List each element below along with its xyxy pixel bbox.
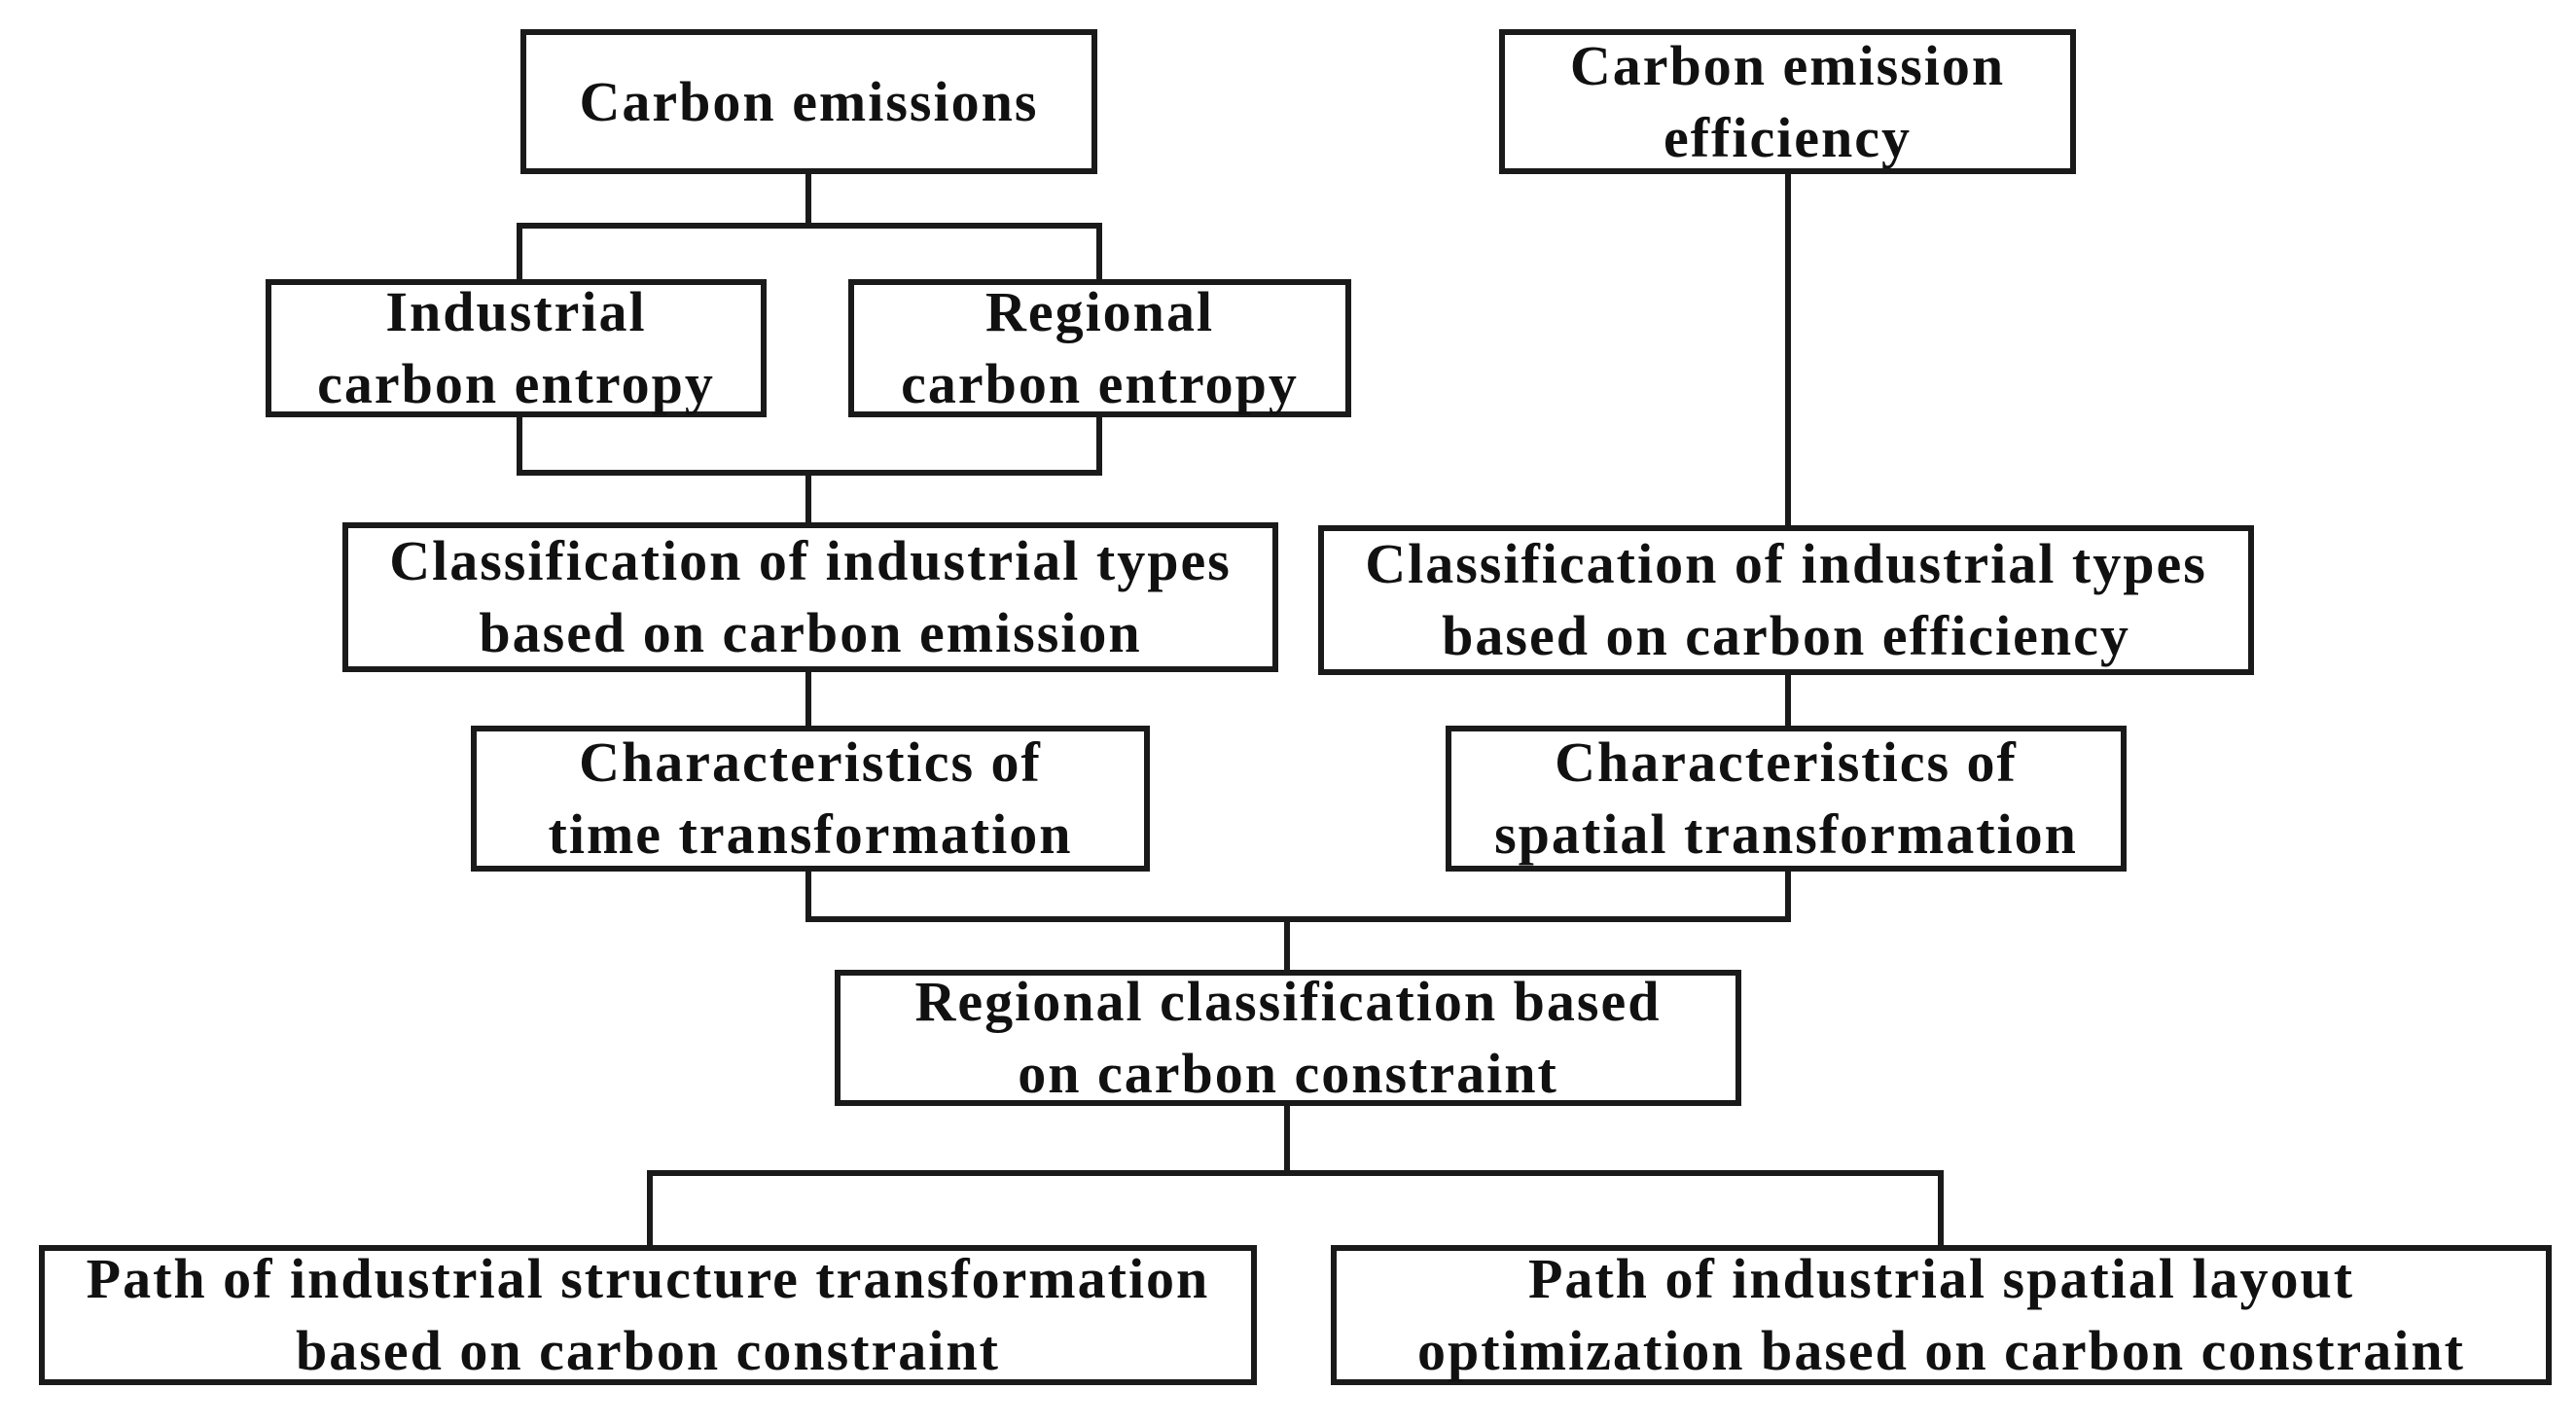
node-label-line: optimization based on carbon constraint xyxy=(1417,1319,2465,1382)
node-label-line: based on carbon constraint xyxy=(296,1319,1000,1382)
node-label-line: time transformation xyxy=(548,802,1073,866)
node-label-line: based on carbon emission xyxy=(479,601,1142,664)
node-label-line: Regional xyxy=(984,280,1215,343)
spatial-transformation-box: Characteristics of spatial transformatio… xyxy=(1446,726,2127,872)
classification-efficiency-box: Classification of industrial types based… xyxy=(1318,525,2254,675)
node-label-line: based on carbon efficiency xyxy=(1442,604,2130,667)
node-label-line: spatial transformation xyxy=(1494,802,2078,866)
node-label-line: Characteristics of xyxy=(579,730,1042,794)
node-label-line: Carbon emission xyxy=(1569,33,2006,97)
path-layout-box: Path of industrial spatial layout optimi… xyxy=(1331,1245,2552,1385)
classification-emission-box: Classification of industrial types based… xyxy=(342,522,1278,672)
node-label-line: on carbon constraint xyxy=(1018,1042,1558,1105)
node-label-line: Classification of industrial types xyxy=(389,529,1232,592)
carbon-emissions-box: Carbon emissions xyxy=(520,29,1097,174)
node-label-line: Path of industrial structure transformat… xyxy=(86,1247,1210,1310)
node-label-line: Industrial xyxy=(385,280,647,343)
node-label-line: Regional classification based xyxy=(914,970,1662,1033)
node-label-line: Path of industrial spatial layout xyxy=(1527,1247,2355,1310)
node-label-line: Carbon emissions xyxy=(579,69,1039,133)
node-label-line: efficiency xyxy=(1663,105,1913,169)
industrial-carbon-entropy-box: Industrial carbon entropy xyxy=(266,279,767,417)
node-label-line: Classification of industrial types xyxy=(1365,532,2207,595)
regional-carbon-entropy-box: Regional carbon entropy xyxy=(848,279,1351,417)
regional-classification-box: Regional classification based on carbon … xyxy=(835,970,1741,1106)
node-label-line: carbon entropy xyxy=(317,352,715,415)
carbon-emission-efficiency-box: Carbon emission efficiency xyxy=(1499,29,2076,174)
node-label-line: carbon entropy xyxy=(901,352,1299,415)
time-transformation-box: Characteristics of time transformation xyxy=(471,726,1150,872)
path-structure-box: Path of industrial structure transformat… xyxy=(39,1245,1257,1385)
node-label-line: Characteristics of xyxy=(1555,730,2018,794)
